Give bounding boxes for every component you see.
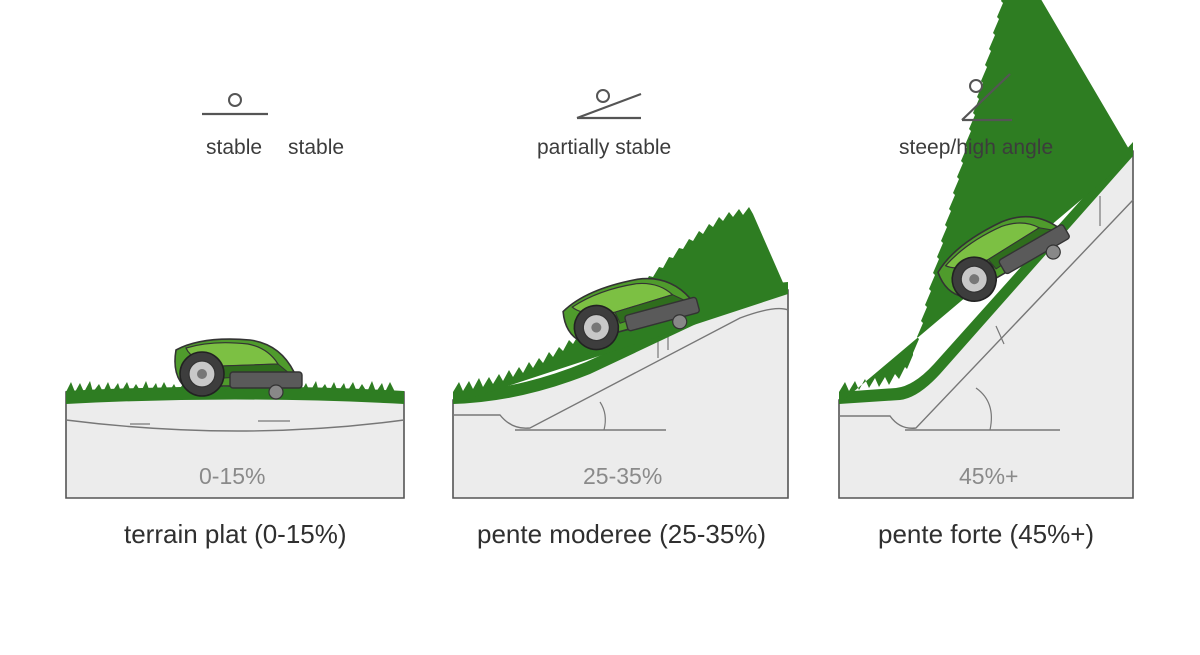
stability-label-1: stable: [206, 136, 263, 159]
panel-moderate-slope: partially stable 25-35% pente moderee (2…: [400, 0, 800, 655]
panel-caption: pente forte (45%+): [878, 519, 1095, 549]
flat-ground-curve: [65, 419, 405, 432]
moderate-slope-scene: [452, 207, 789, 499]
panel-caption: pente moderee (25-35%): [477, 519, 767, 549]
robot-mower-moderate: [562, 277, 700, 351]
stable-ball-icon: [200, 90, 270, 127]
panel-flat-terrain: stable stable 0-15% terrain plat (0-15%): [0, 0, 420, 655]
flat-terrain-scene: [65, 338, 405, 499]
panel-caption: terrain plat (0-15%): [124, 519, 347, 549]
robot-mower-steep: [937, 215, 1070, 302]
robot-mower-flat: [174, 338, 303, 400]
percent-label: 45%+: [959, 463, 1019, 489]
stability-label: steep/high angle: [899, 136, 1054, 159]
percent-label: 0-15%: [199, 463, 266, 489]
steep-grass: [839, 0, 1133, 404]
stability-label: partially stable: [537, 136, 672, 159]
steep-ball-icon: [958, 70, 1018, 129]
moderate-inner-slope: [453, 307, 789, 429]
steep-inner-slope: [839, 199, 1134, 429]
incline-ball-icon: [575, 86, 645, 129]
steep-slope-scene: [838, 0, 1134, 499]
panel-steep-slope: steep/high angle 45%+ pente forte (45%+): [800, 0, 1200, 655]
stability-label-2: stable: [288, 136, 345, 159]
percent-label: 25-35%: [583, 463, 663, 489]
